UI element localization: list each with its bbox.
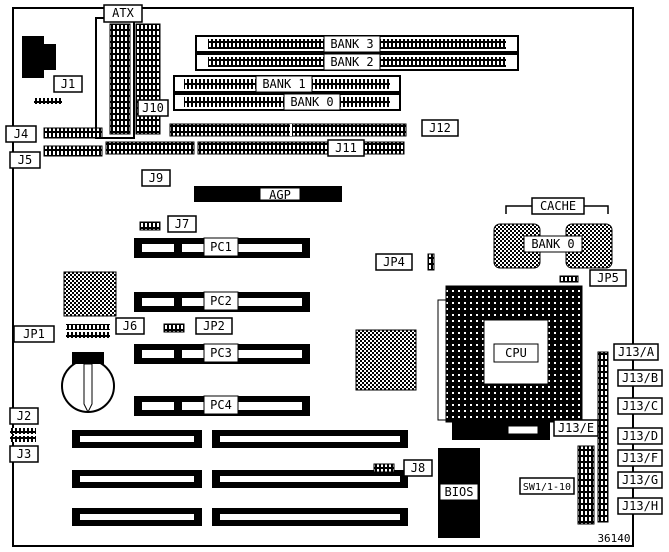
agp-label: AGP (269, 188, 291, 202)
j13-header (597, 351, 609, 523)
jumper-jp5: JP5 (559, 269, 627, 287)
sw1-label: SW1/1-10 (523, 482, 571, 493)
memory-bank-1: BANK 1 (173, 75, 401, 93)
bank0-label: BANK 0 (290, 95, 333, 109)
bank2-label: BANK 2 (330, 55, 373, 69)
cache-module: CACHE BANK 0 (493, 197, 613, 269)
j13c-label: J13/C (622, 399, 658, 413)
j13b-label: J13/B (622, 371, 658, 385)
j6-label: J6 (123, 319, 137, 333)
cpu-label: CPU (505, 346, 527, 360)
jumper-j13c: J13/C (617, 397, 663, 415)
isa-slot-1 (72, 430, 408, 448)
j1-label: J1 (61, 77, 75, 91)
pci-slot-4: PC4 (134, 395, 310, 416)
j8-label: J8 (411, 461, 425, 475)
j12-label: J12 (429, 121, 451, 135)
jumper-jp4: JP4 (375, 253, 435, 271)
j9-label: J9 (149, 171, 163, 185)
cache-label: CACHE (540, 199, 576, 213)
bank1-label: BANK 1 (262, 77, 305, 91)
j13e-label: J13/E (558, 421, 594, 435)
jumper-j13b: J13/B (617, 369, 663, 387)
jumper-j13a: J13/A (613, 343, 659, 361)
cpu-socket: CPU (437, 285, 583, 423)
io-chip (355, 329, 417, 391)
j13h-label: J13/H (622, 499, 658, 513)
jumper-j13f: J13/F (617, 449, 663, 467)
connector-j10: J10 (137, 99, 169, 117)
pc2-label: PC2 (210, 294, 232, 308)
jumper-j8: J8 (373, 459, 433, 477)
isa-slot-3 (72, 508, 408, 526)
jp1-label: JP1 (23, 327, 45, 341)
j7-label: J7 (175, 217, 189, 231)
chipset (63, 271, 117, 317)
jumper-jp2: JP2 (163, 317, 233, 335)
atx-label: ATX (112, 6, 134, 20)
j4-label: J4 (14, 127, 28, 141)
jumper-j1: J1 (34, 75, 83, 104)
jumper-j13g: J13/G (617, 471, 663, 489)
j13d-label: J13/D (622, 429, 658, 443)
jumper-jp1: JP1 (13, 324, 110, 343)
isa-slot-2 (72, 470, 408, 488)
j5-label: J5 (18, 153, 32, 167)
jumper-j6: J6 (115, 317, 145, 335)
jp4-label: JP4 (383, 255, 405, 269)
bank3-label: BANK 3 (330, 37, 373, 51)
pci-slot-1: PC1 (134, 237, 310, 258)
figure-number: 36140 (597, 532, 630, 545)
jumper-j7: J7 (139, 215, 197, 233)
connector-j5: J5 (9, 145, 103, 169)
memory-bank-0: BANK 0 (173, 93, 401, 111)
jumper-j13h: J13/H (617, 497, 663, 515)
pc4-label: PC4 (210, 398, 232, 412)
jumper-j2: J2 (9, 407, 39, 442)
pci-slot-2: PC2 (134, 291, 310, 312)
battery (61, 352, 115, 414)
connector-j9: J9 (105, 141, 195, 187)
pci-slot-3: PC3 (134, 343, 310, 364)
jp5-label: JP5 (597, 271, 619, 285)
pc3-label: PC3 (210, 346, 232, 360)
jp2-label: JP2 (203, 319, 225, 333)
connector-j4: J4 (5, 125, 103, 143)
j2-label: J2 (17, 409, 31, 423)
j13a-label: J13/A (618, 345, 655, 359)
j11-label: J11 (335, 141, 357, 155)
memory-bank-2: BANK 2 (195, 53, 519, 71)
bios-label: BIOS (445, 485, 474, 499)
dip-switch-sw1: SW1/1-10 (519, 445, 595, 525)
jumper-j13e: J13/E (553, 419, 599, 437)
agp-slot: AGP (194, 186, 342, 202)
jumper-j3: J3 (9, 445, 39, 463)
pc1-label: PC1 (210, 240, 232, 254)
memory-bank-3: BANK 3 (195, 35, 519, 53)
j13g-label: J13/G (622, 473, 658, 487)
j10-label: J10 (142, 101, 164, 115)
connector-j11: J11 (197, 139, 405, 157)
jumper-j13d: J13/D (617, 427, 663, 445)
ps2-connector (22, 36, 56, 78)
connector-j12: J12 (169, 119, 459, 137)
j13f-label: J13/F (622, 451, 658, 465)
bios-chip: BIOS (438, 448, 480, 538)
j3-label: J3 (17, 447, 31, 461)
cache-bank0-label: BANK 0 (531, 237, 574, 251)
